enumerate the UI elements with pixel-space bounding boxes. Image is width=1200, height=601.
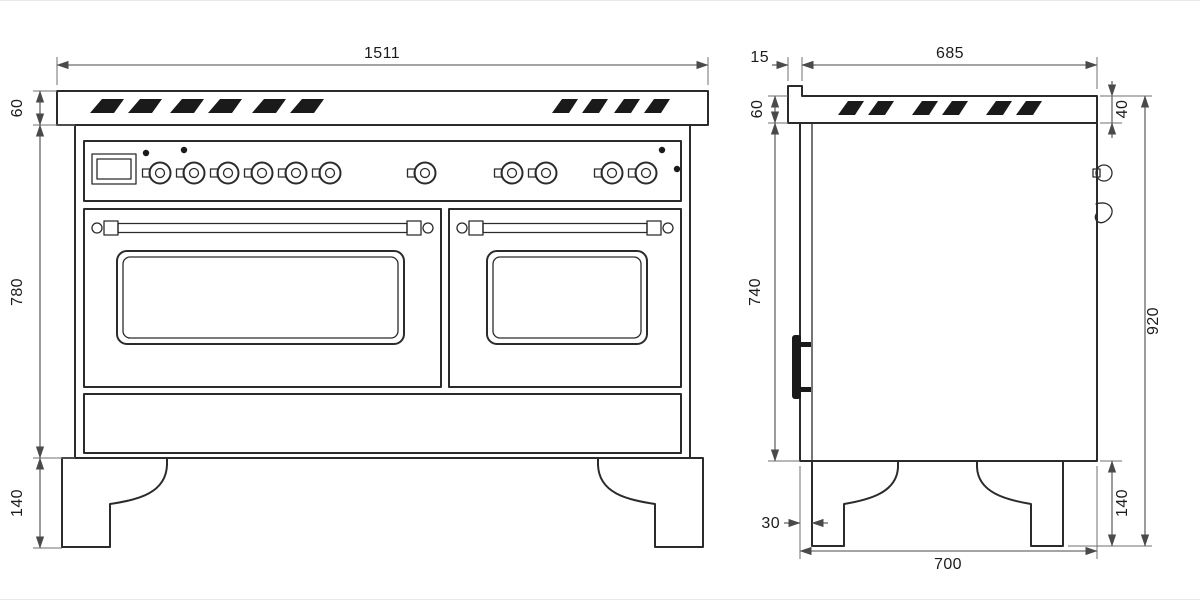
side-rear-fittings: [1092, 164, 1113, 224]
side-legs: [811, 460, 1064, 547]
front-oven-door-right: [448, 208, 682, 388]
clock-display: [91, 153, 137, 185]
handle-end: [422, 222, 434, 234]
side-body: [799, 122, 1098, 462]
side-dimensions: 685 15 60 740 40 920: [747, 45, 1162, 573]
front-control-panel: [83, 140, 682, 202]
dim-label-backsplash-lip: 15: [750, 49, 769, 66]
handle-bracket: [406, 220, 422, 236]
front-body: [74, 124, 691, 459]
side-door-handle: [792, 335, 811, 399]
oven-door-frame: [448, 208, 682, 388]
dim-label-leg-inset: 30: [761, 515, 780, 532]
handle-end: [456, 222, 468, 234]
dim-label-cooktop-height: 60: [9, 99, 26, 118]
front-legs: [61, 457, 704, 548]
oven-window-inner: [492, 256, 642, 339]
handle-end: [662, 222, 674, 234]
oven-door-frame: [83, 208, 442, 388]
dim-label-cooktop-front-height: 60: [749, 100, 766, 119]
front-view: 1511 60 780 140: [9, 45, 709, 549]
gas-pipe-hook: [1094, 202, 1113, 224]
handle-standoff: [801, 342, 811, 347]
dim-label-overall-width: 1511: [364, 45, 400, 62]
dim-label-top-edge-height: 40: [1114, 100, 1131, 119]
storage-drawer: [83, 393, 682, 454]
left-foot: [61, 457, 168, 548]
oven-window: [486, 250, 648, 345]
dim-label-body-height: 780: [9, 278, 26, 306]
dim-label-cooktop-depth: 685: [936, 45, 964, 62]
rear-foot-profile: [976, 460, 1064, 547]
side-view: 685 15 60 740 40 920: [747, 45, 1162, 573]
indicator-dot: [180, 146, 188, 154]
side-cooktop: [787, 85, 1098, 124]
control-panel-frame: [83, 140, 682, 202]
front-foot-profile: [811, 460, 899, 547]
indicator-dot: [658, 146, 666, 154]
dim-label-leg-height: 140: [9, 489, 26, 517]
clock-display-inner: [96, 158, 132, 180]
dim-label-overall-height: 920: [1145, 307, 1162, 335]
oven-window: [116, 250, 405, 345]
indicator-dot: [142, 149, 150, 157]
dim-label-base-depth: 700: [934, 556, 962, 573]
handle-standoff: [801, 387, 811, 392]
dim-label-side-leg-height: 140: [1114, 489, 1131, 517]
dim-label-side-body-height: 740: [747, 278, 764, 306]
right-foot: [597, 457, 704, 548]
front-dimensions: 1511 60 780 140: [9, 45, 709, 549]
handle-end: [91, 222, 103, 234]
indicator-dot: [673, 165, 681, 173]
cooktop-profile: [787, 85, 1098, 124]
handle-bracket: [646, 220, 662, 236]
gas-inlet: [1095, 164, 1113, 182]
oven-window-inner: [122, 256, 399, 339]
front-oven-door-left: [83, 208, 442, 388]
door-handle-profile: [792, 335, 801, 399]
front-cooktop: [56, 90, 709, 126]
